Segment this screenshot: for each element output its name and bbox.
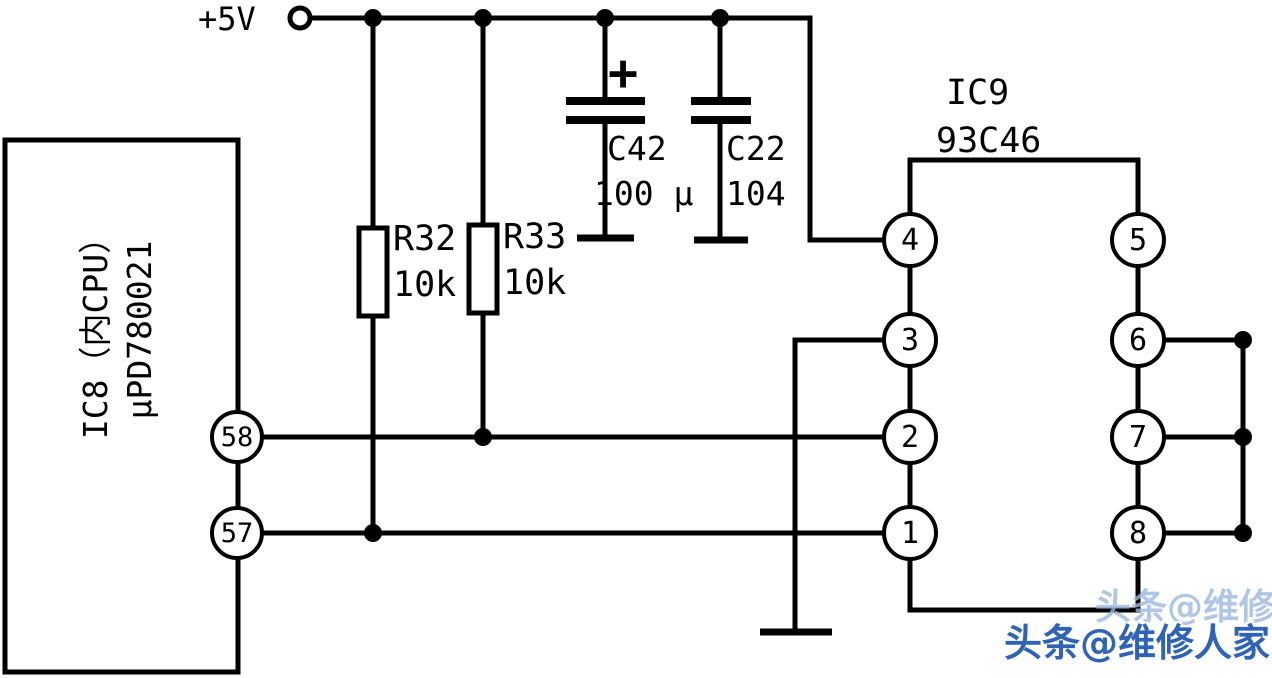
watermark: 头条@维修人家 — [1003, 621, 1270, 665]
ic9-pin-4: 4 — [882, 212, 938, 268]
c42-polarity-label: + — [608, 44, 639, 102]
ic8-pin-57: 57 — [210, 506, 264, 560]
junction-dot — [364, 524, 382, 542]
c22-value-label: 104 — [726, 174, 786, 213]
power-terminal-open-circle — [287, 5, 313, 31]
ic8-pin-58: 58 — [210, 410, 264, 464]
junction-dot — [474, 428, 492, 446]
c22-ref-label: C22 — [726, 129, 786, 168]
ic9-outline — [907, 157, 1141, 613]
junction-dot — [596, 9, 614, 27]
ic9-pin-8: 8 — [1110, 505, 1166, 561]
ic9-ref-label: IC9 — [946, 73, 1010, 113]
c42-value-label: 100 μ — [594, 174, 694, 213]
junction-dot — [1234, 331, 1252, 349]
junction-dot — [1234, 428, 1252, 446]
resistor-r32-body — [356, 225, 390, 319]
wire-pin3-ground — [792, 337, 887, 631]
ic9-pin-3: 3 — [882, 312, 938, 368]
r32-value-label: 10k — [393, 265, 457, 305]
wire-5v-rail — [309, 15, 887, 243]
junction-dot — [364, 9, 382, 27]
r33-ref-label: R33 — [503, 217, 567, 257]
junction-dot — [1234, 524, 1252, 542]
ic9-pin-1: 1 — [882, 505, 938, 561]
watermark-ghost: 头条@维修人家 — [1095, 587, 1272, 628]
ic8-outline — [2, 137, 241, 675]
ic9-pin-6: 6 — [1110, 312, 1166, 368]
c42-ref-label: C42 — [607, 129, 667, 168]
ic9-pin-2: 2 — [882, 409, 938, 465]
ic9-pin-5: 5 — [1110, 212, 1166, 268]
ic8-vertical-text: IC8（内CPU） μPD780021 — [73, 160, 163, 500]
power-label: +5V — [198, 0, 256, 38]
resistor-r33-body — [466, 222, 500, 316]
ic9-part-label: 93C46 — [936, 121, 1042, 161]
r33-value-label: 10k — [503, 263, 567, 303]
ic8-title-label: IC8（内CPU） — [76, 220, 115, 440]
ic9-pin-7: 7 — [1110, 409, 1166, 465]
r32-ref-label: R32 — [393, 219, 457, 259]
ic8-part-label: μPD780021 — [120, 240, 159, 420]
junction-dot — [711, 9, 729, 27]
junction-dot — [474, 9, 492, 27]
